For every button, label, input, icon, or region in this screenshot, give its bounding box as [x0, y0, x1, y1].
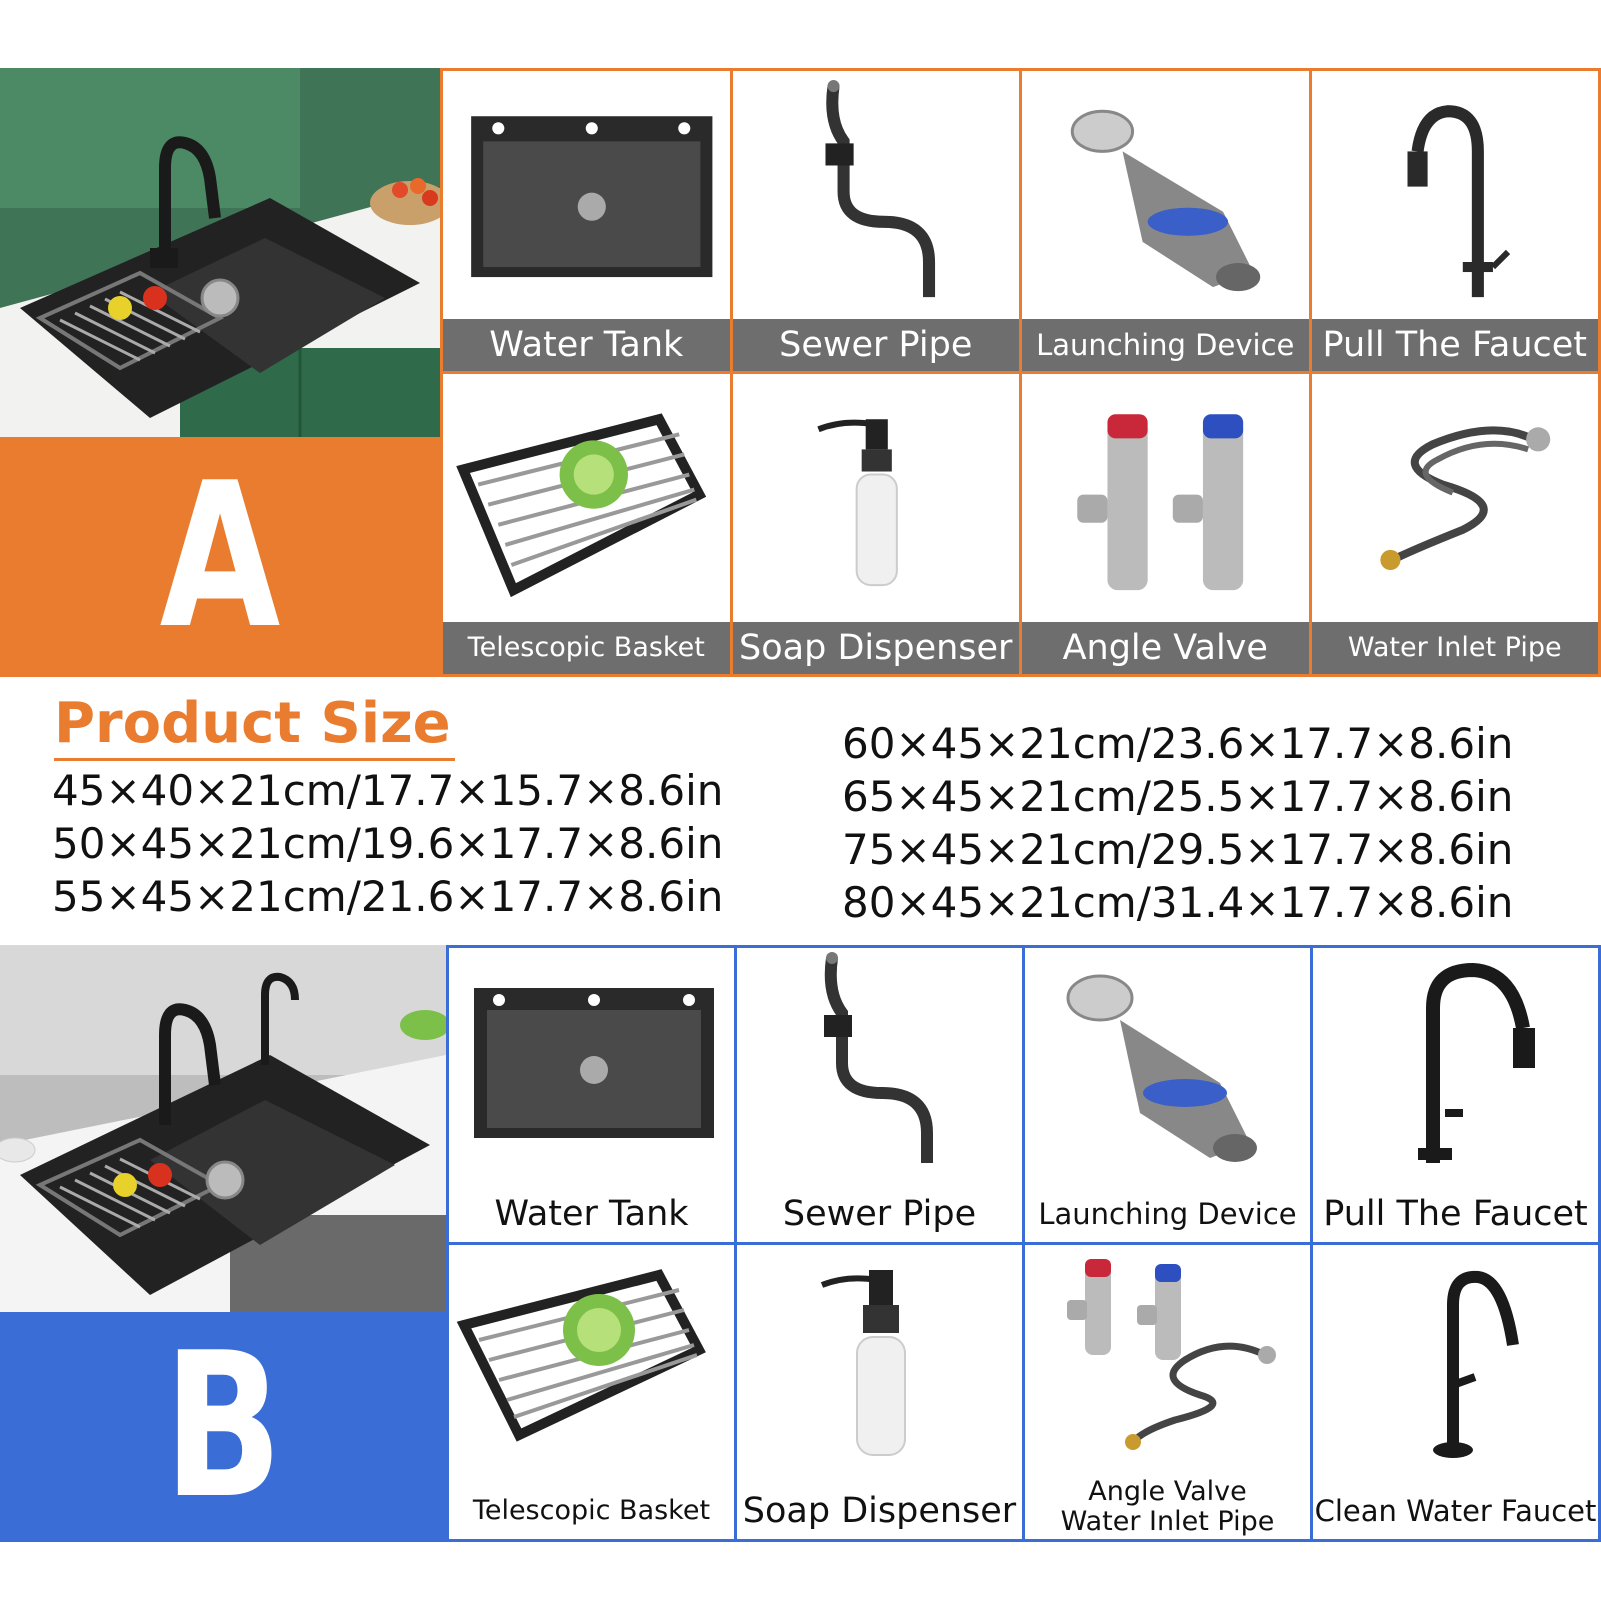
accessories-grid-b: Water Tank Sewer Pipe Launching Device P…	[446, 945, 1601, 1542]
accessory-label-line-1: Angle Valve	[1088, 1477, 1247, 1507]
sink-tank-icon	[471, 116, 713, 278]
telescopic-basket-icon	[456, 413, 707, 598]
pull-faucet-icon	[1407, 105, 1510, 298]
sink-photo-b	[0, 945, 446, 1312]
accessory-pull-faucet: Pull The Faucet	[1313, 948, 1598, 1242]
inlet-hose-icon	[1379, 426, 1550, 571]
angle-valve-icon	[1067, 1259, 1276, 1450]
accessory-label: Water Tank	[443, 319, 730, 371]
size-option: 65×45×21cm/25.5×17.7×8.6in	[842, 772, 1514, 821]
accessory-angle-valve-inlet-pipe: Angle Valve Water Inlet Pipe	[1025, 1245, 1310, 1539]
accessory-label: Water Tank	[494, 1194, 689, 1234]
accessory-label: Pull The Faucet	[1323, 1194, 1588, 1234]
accessory-label: Launching Device	[1038, 1197, 1297, 1231]
soap-dispenser-icon	[820, 1270, 906, 1456]
accessory-label: Pull The Faucet	[1311, 319, 1598, 371]
sink-photo-a	[0, 68, 440, 437]
accessory-soap-dispenser: Soap Dispenser	[737, 1245, 1022, 1539]
sewer-pipe-icon	[824, 952, 933, 1163]
variant-b-letter: B	[163, 1310, 283, 1543]
accessory-telescopic-basket: Telescopic Basket	[443, 374, 730, 674]
size-option: 50×45×21cm/19.6×17.7×8.6in	[52, 819, 724, 868]
accessory-label: Sewer Pipe	[782, 1194, 977, 1234]
telescopic-basket-icon	[456, 1269, 706, 1442]
accessory-sewer-pipe: Sewer Pipe	[737, 948, 1022, 1242]
sink-tank-icon	[474, 988, 714, 1138]
accessory-label: Sewer Pipe	[732, 319, 1019, 371]
accessory-label-line-2: Water Inlet Pipe	[1060, 1506, 1275, 1537]
accessory-clean-water-faucet: Clean Water Faucet	[1313, 1245, 1598, 1539]
drain-launcher-icon	[1070, 109, 1261, 292]
size-option: 60×45×21cm/23.6×17.7×8.6in	[842, 719, 1514, 768]
accessory-label: Soap Dispenser	[742, 1491, 1017, 1531]
clean-water-faucet-icon	[1433, 1270, 1519, 1458]
accessory-pull-faucet: Pull The Faucet	[1311, 71, 1598, 371]
variant-a-letter: A	[159, 440, 281, 673]
accessory-angle-valve: Angle Valve	[1022, 374, 1309, 674]
accessory-water-tank: Water Tank	[449, 948, 734, 1242]
sewer-pipe-icon	[824, 80, 935, 298]
accessory-water-tank: Water Tank	[443, 71, 730, 371]
pull-faucet-icon	[1418, 962, 1535, 1163]
accessory-launching-device: Launching Device	[1022, 71, 1309, 371]
size-option: 55×45×21cm/21.6×17.7×8.6in	[52, 872, 724, 921]
sink-photo-b-image	[0, 945, 446, 1312]
accessory-label: Telescopic Basket	[443, 622, 730, 674]
accessory-water-inlet-pipe: Water Inlet Pipe	[1311, 374, 1598, 674]
product-size-title: Product Size	[54, 690, 455, 761]
accessory-label: Angle Valve	[1022, 622, 1309, 674]
accessory-sewer-pipe: Sewer Pipe	[732, 71, 1019, 371]
accessory-label: Soap Dispenser	[732, 622, 1019, 674]
size-option: 75×45×21cm/29.5×17.7×8.6in	[842, 825, 1514, 874]
accessory-label: Angle Valve Water Inlet Pipe	[1025, 1477, 1310, 1539]
accessories-grid-a: Water Tank Sewer Pipe Launching Device P…	[440, 68, 1601, 677]
size-list-right: 60×45×21cm/23.6×17.7×8.6in 65×45×21cm/25…	[842, 717, 1513, 929]
variant-b-badge: B	[0, 1312, 446, 1542]
accessory-label: Water Inlet Pipe	[1311, 622, 1598, 674]
accessory-label: Launching Device	[1022, 319, 1309, 371]
soap-dispenser-icon	[816, 419, 898, 587]
accessory-label: Clean Water Faucet	[1314, 1494, 1597, 1528]
accessory-launching-device: Launching Device	[1025, 948, 1310, 1242]
size-list-left: 45×40×21cm/17.7×15.7×8.6in 50×45×21cm/19…	[52, 764, 723, 923]
variant-a-badge: A	[0, 437, 440, 677]
sink-photo-a-image	[0, 68, 440, 437]
size-option: 80×45×21cm/31.4×17.7×8.6in	[842, 878, 1514, 927]
angle-valve-icon	[1077, 414, 1244, 591]
drain-launcher-icon	[1066, 974, 1257, 1162]
accessory-soap-dispenser: Soap Dispenser	[732, 374, 1019, 674]
size-option: 45×40×21cm/17.7×15.7×8.6in	[52, 766, 724, 815]
accessory-telescopic-basket: Telescopic Basket	[449, 1245, 734, 1539]
accessory-label: Telescopic Basket	[472, 1495, 711, 1526]
